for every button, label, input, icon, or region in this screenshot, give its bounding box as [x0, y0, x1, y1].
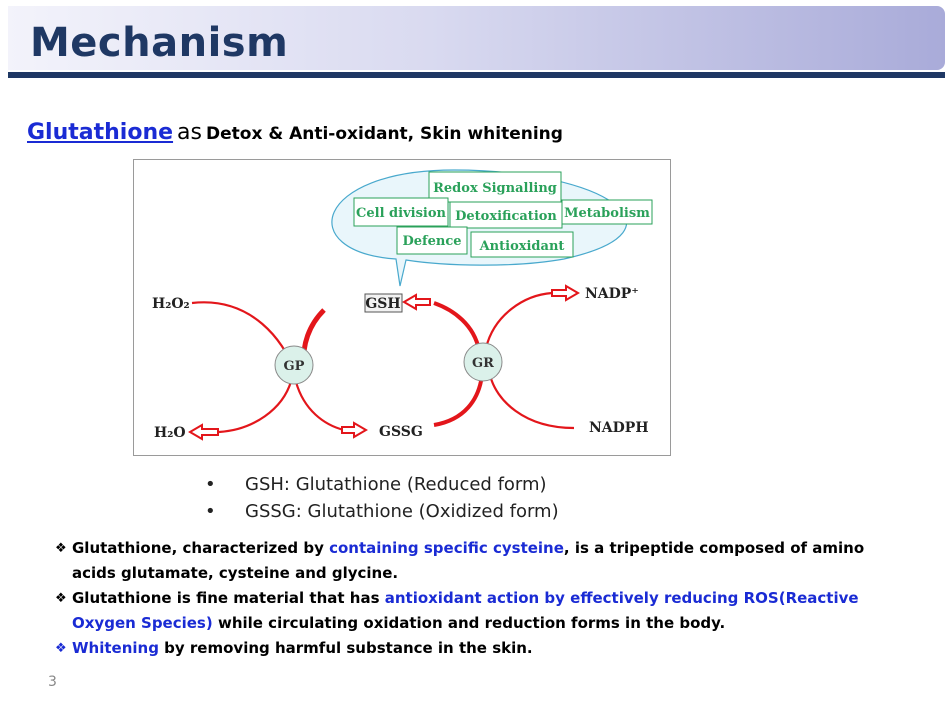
nadp-label: NADP⁺ — [585, 286, 639, 302]
bubble-label-metabolism: Metabolism — [564, 206, 650, 221]
glutathione-cycle-diagram: Redox Signalling Cell division Detoxific… — [133, 159, 671, 456]
diamond-bullet-icon: ❖ — [55, 541, 67, 556]
note1-highlight: containing specific cysteine — [329, 539, 564, 557]
arrow-to-gssg — [341, 421, 368, 439]
note1-text-a: Glutathione, characterized by — [72, 539, 330, 557]
bubble-box-detox — [449, 201, 563, 229]
bubble-label-antioxidant: Antioxidant — [479, 239, 565, 254]
bullet-dot: • — [205, 474, 216, 495]
gsh-label: GSH — [365, 296, 400, 312]
gp-to-gssg-curve — [294, 381, 345, 432]
bubble-box-antioxidant — [470, 231, 574, 258]
diamond-bullet-icon: ❖ — [55, 591, 67, 606]
bubble-label-cell-division: Cell division — [356, 206, 446, 221]
legend-gsh: GSH: Glutathione (Reduced form) — [245, 474, 547, 495]
note3-text-b: by removing harmful substance in the ski… — [158, 639, 533, 657]
notes-list: ❖ Glutathione, characterized by containi… — [55, 536, 885, 661]
legend-item: • GSSG: Glutathione (Oxidized form) — [205, 501, 559, 528]
h2o-label: H₂O — [154, 425, 186, 441]
arrow-to-gsh — [402, 293, 431, 311]
legend-gssg: GSSG: Glutathione (Oxidized form) — [245, 501, 559, 522]
gp-enzyme-label: GP — [284, 359, 305, 374]
note1-text-c: , is a tripeptide composed of amino acid… — [72, 539, 865, 582]
note-antioxidant: ❖ Glutathione is fine material that has … — [55, 586, 885, 636]
gr-enzyme-circle — [463, 342, 503, 382]
title-bar: Mechanism — [8, 6, 945, 70]
bubble-label-defence: Defence — [402, 234, 461, 249]
bubble-box-redox — [428, 171, 562, 203]
bubble-box-metabolism — [561, 199, 653, 225]
bullet-dot: • — [205, 501, 216, 522]
note2-text-c: while circulating oxidation and reductio… — [212, 614, 726, 632]
gr-enzyme-label: GR — [472, 356, 494, 371]
nadp-curve — [484, 291, 553, 349]
abbreviation-legend: • GSH: Glutathione (Reduced form) • GSSG… — [205, 474, 559, 528]
title-underline — [8, 72, 945, 78]
bubble-label-redox: Redox Signalling — [433, 181, 557, 196]
legend-item: • GSH: Glutathione (Reduced form) — [205, 474, 559, 501]
slide-title: Mechanism — [30, 20, 289, 66]
bubble-box-defence — [396, 226, 468, 255]
note3-highlight: Whitening — [72, 639, 159, 657]
bubble-box-cell-division — [353, 197, 449, 227]
subtitle-connector: as — [177, 120, 202, 145]
subtitle-rest: Detox & Anti-oxidant, Skin whitening — [206, 124, 563, 144]
h2o2-label: H₂O₂ — [152, 296, 190, 312]
note2-text-a: Glutathione is fine material that has — [72, 589, 385, 607]
gr-to-gsh-curve — [433, 301, 481, 351]
note-whitening: ❖ Whitening by removing harmful substanc… — [55, 636, 885, 661]
arrow-to-nadp — [551, 284, 580, 302]
gssg-to-gr-curve — [433, 374, 484, 427]
nadph-label: NADPH — [589, 420, 649, 436]
gssg-label: GSSG — [379, 424, 423, 440]
arrow-to-h2o — [188, 423, 219, 441]
bubble-label-detox: Detoxification — [455, 209, 557, 224]
note-composition: ❖ Glutathione, characterized by containi… — [55, 536, 885, 586]
subtitle-highlight: Glutathione — [27, 120, 174, 145]
note2-highlight: antioxidant action by effectively reduci… — [72, 589, 859, 632]
gp-enzyme-circle — [274, 345, 314, 385]
diamond-bullet-icon: ❖ — [55, 641, 67, 656]
gsh-box — [364, 293, 403, 313]
nadph-curve — [488, 374, 575, 430]
h2o-curve — [218, 377, 294, 434]
page-number: 3 — [48, 674, 57, 690]
